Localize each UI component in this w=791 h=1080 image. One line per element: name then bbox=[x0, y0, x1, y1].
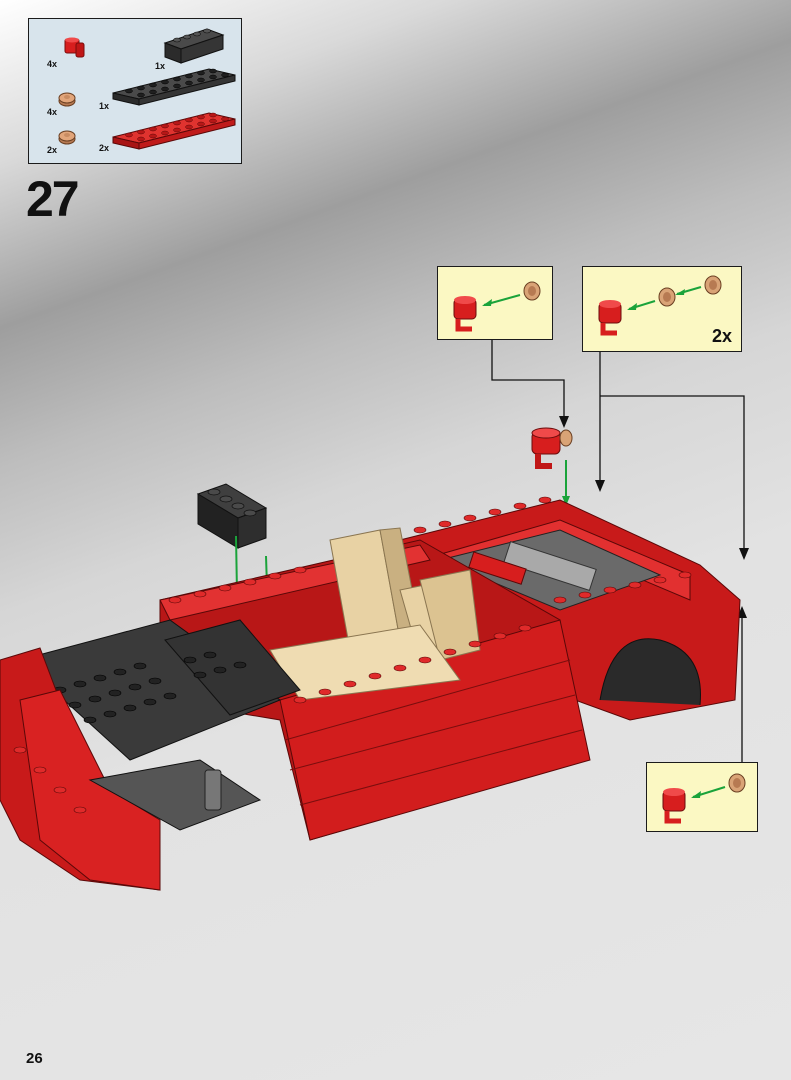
callout-box-3 bbox=[646, 762, 758, 832]
tan-round-plate-icon bbox=[58, 92, 76, 107]
arrowhead-down-2 bbox=[595, 480, 605, 492]
callout-box-2: 2x bbox=[582, 266, 742, 352]
seats bbox=[269, 527, 481, 701]
parts-list-box: 4x 4x 2x 1x bbox=[28, 18, 242, 164]
part-qty-2: 2x bbox=[47, 145, 58, 155]
part-qty-1: 4x bbox=[47, 107, 58, 117]
dark-gray-plate-2x8-icon bbox=[112, 68, 236, 106]
connector-line-2b bbox=[600, 395, 745, 548]
studs-dark bbox=[53, 651, 247, 724]
step-number: 27 bbox=[26, 171, 80, 227]
callout-box-1 bbox=[437, 266, 553, 340]
callout-qty-2: 2x bbox=[711, 326, 732, 346]
part-qty-5: 2x bbox=[99, 143, 110, 153]
arrowhead-down-1 bbox=[559, 416, 569, 428]
tan-round-plate-small-icon bbox=[58, 130, 76, 145]
arrowhead-down-3 bbox=[739, 548, 749, 560]
red-plate-2x8-icon bbox=[112, 112, 236, 150]
clip-with-two-round-plates-icon bbox=[598, 275, 722, 336]
part-qty-0: 4x bbox=[47, 59, 58, 69]
red-brick-with-clip-icon bbox=[64, 37, 85, 58]
studs-red bbox=[13, 496, 692, 814]
dark-gray-brick-1x4-icon bbox=[163, 28, 225, 64]
page-number: 26 bbox=[26, 1050, 43, 1067]
part-qty-4: 1x bbox=[99, 101, 110, 111]
connector-line-1 bbox=[491, 340, 565, 418]
part-qty-3: 1x bbox=[155, 61, 166, 71]
clip-with-round-plate-icon bbox=[662, 773, 746, 824]
floating-dark-brick bbox=[196, 483, 268, 549]
clip-with-round-plate-icon bbox=[453, 281, 541, 332]
floating-clip-piece bbox=[531, 427, 573, 469]
